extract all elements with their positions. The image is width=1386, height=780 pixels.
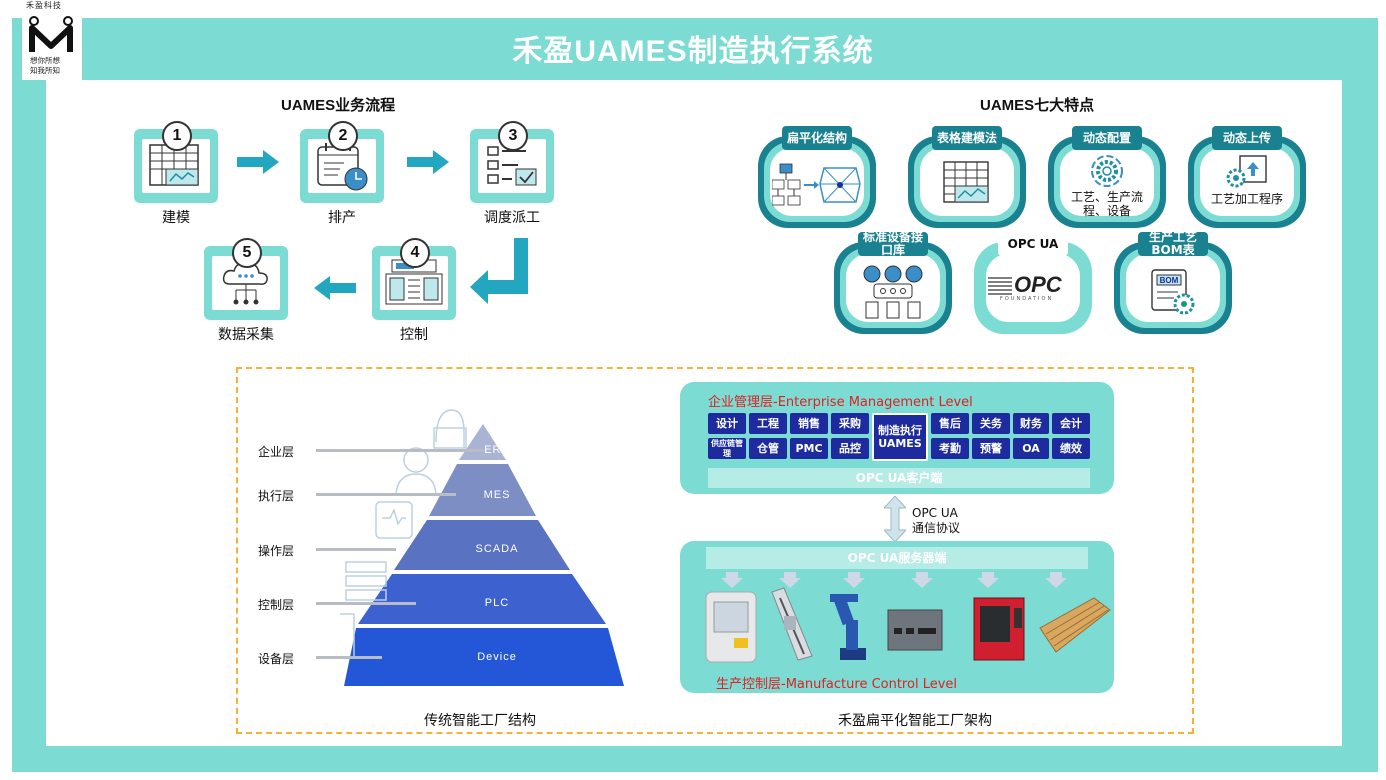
step-number: 4 xyxy=(400,238,430,268)
page-title: 禾盈UAMES制造执行系统 xyxy=(512,35,874,68)
cnc-machine xyxy=(973,597,1025,661)
opc-ua-server-band: OPC UA服务器端 xyxy=(706,547,1088,569)
industrial-pc xyxy=(887,609,943,651)
step-label: 建模 xyxy=(162,210,190,226)
feature-tag: 动态上传 xyxy=(1212,126,1282,150)
svg-text:BOM: BOM xyxy=(1160,276,1179,285)
spreadsheet-chart-icon xyxy=(149,144,199,186)
opc-ua-client-band: OPC UA客户端 xyxy=(708,468,1090,488)
logo-mark-icon xyxy=(29,16,73,52)
feature-bom: 生产工艺BOM表 BOM xyxy=(1114,231,1232,334)
bom-document-icon: BOM xyxy=(1151,269,1195,315)
process-section-title: UAMES业务流程 xyxy=(281,97,396,114)
layer-connector xyxy=(316,449,484,452)
spreadsheet-icon xyxy=(943,161,989,203)
feature-sub: 工艺、生产流程、设备 xyxy=(1070,190,1143,218)
calendar-clock-icon xyxy=(317,143,368,191)
layer-label-control: 控制层 xyxy=(258,598,295,612)
right-arrow-icon xyxy=(407,150,449,174)
module-purchasing[interactable]: 采购 xyxy=(831,413,869,434)
step-label: 数据采集 xyxy=(218,327,274,343)
architecture-comparison-frame xyxy=(236,367,1194,734)
company-logo: 禾盈科技 想你所想 知我所知 xyxy=(22,0,82,80)
feature-device-interface-lib: 标准设备接口库 xyxy=(834,231,952,334)
module-alert[interactable]: 预警 xyxy=(972,438,1010,459)
feature-dynamic-upload: 动态上传 工艺加工程序 xyxy=(1188,126,1306,228)
step-number: 1 xyxy=(162,121,192,151)
enterprise-level-title: 企业管理层-Enterprise Management Level xyxy=(708,395,973,410)
feature-tag: 生产工艺BOM表 xyxy=(1138,231,1208,257)
factory-devices xyxy=(705,572,1111,663)
brand-name: 禾盈科技 xyxy=(26,1,62,10)
pyramid-layer-name: SCADA xyxy=(475,543,519,555)
module-warehouse[interactable]: 仓管 xyxy=(749,438,787,459)
pyramid-caption: 传统智能工厂结构 xyxy=(424,713,536,729)
left-arrow-icon xyxy=(314,276,356,300)
feature-tag: 扁平化结构 xyxy=(782,126,852,150)
logo-slogan: 想你所想 知我所知 xyxy=(30,56,60,75)
layer-connector xyxy=(316,493,456,496)
control-level-title: 生产控制层-Manufacture Control Level xyxy=(716,677,958,692)
device-interface-icon xyxy=(863,265,923,319)
module-customs[interactable]: 关务 xyxy=(972,413,1010,434)
feature-opc-ua: OPC UA OPC FOUNDATION xyxy=(974,232,1092,334)
feature-flat-structure: 扁平化结构 xyxy=(758,126,876,228)
module-supply-chain[interactable]: 供应链管理 xyxy=(708,438,746,459)
layer-connector xyxy=(316,656,382,659)
pyramid-layer-name: ERP xyxy=(484,444,510,456)
upload-gear-icon xyxy=(1226,155,1267,188)
module-pmc[interactable]: PMC xyxy=(790,438,828,459)
step-label: 排产 xyxy=(328,210,356,226)
module-engineering[interactable]: 工程 xyxy=(749,413,787,434)
feature-tag: 表格建模法 xyxy=(932,126,1002,150)
layer-connector xyxy=(316,548,396,551)
checklist-icon xyxy=(487,146,537,186)
step-number: 2 xyxy=(328,121,358,151)
module-after-sales[interactable]: 售后 xyxy=(931,413,969,434)
pyramid-layer-name: PLC xyxy=(484,597,510,609)
robot-arm xyxy=(830,594,866,660)
gear-cycle-icon xyxy=(1091,155,1123,187)
layer-label-enterprise: 企业层 xyxy=(258,445,295,459)
feature-table-modeling: 表格建模法 xyxy=(908,126,1026,228)
layer-label-device: 设备层 xyxy=(258,652,295,666)
pyramid-layer-name: MES xyxy=(483,489,511,501)
step-number: 3 xyxy=(498,121,528,151)
hierarchy-to-network-icon xyxy=(772,163,861,206)
opc-foundation-logo: OPC FOUNDATION xyxy=(988,272,1062,302)
feature-sub: 工艺加工程序 xyxy=(1210,192,1283,206)
linear-axis xyxy=(771,587,813,661)
features-section-title: UAMES七大特点 xyxy=(980,97,1095,114)
machine-tool xyxy=(705,591,757,663)
feature-tag: 动态配置 xyxy=(1072,126,1142,150)
bidirectional-arrow-icon xyxy=(884,496,906,542)
module-performance[interactable]: 绩效 xyxy=(1052,438,1090,459)
layer-connector xyxy=(316,602,416,605)
right-arrow-icon xyxy=(237,150,279,174)
module-finance[interactable]: 财务 xyxy=(1013,413,1049,434)
step-label: 调度派工 xyxy=(484,210,540,226)
module-design[interactable]: 设计 xyxy=(708,413,746,434)
feature-tag: 标准设备接口库 xyxy=(858,231,928,257)
feature-tag: OPC UA xyxy=(998,232,1068,256)
layer-label-operation: 操作层 xyxy=(258,544,295,558)
module-attendance[interactable]: 考勤 xyxy=(931,438,969,459)
feature-dynamic-config: 动态配置 工艺、生产流程、设备 xyxy=(1048,126,1166,228)
module-oa[interactable]: OA xyxy=(1013,438,1049,459)
step-label: 控制 xyxy=(400,327,428,343)
architecture-caption: 禾盈扁平化智能工厂架构 xyxy=(838,713,992,729)
module-sales[interactable]: 销售 xyxy=(790,413,828,434)
warehouse-rack xyxy=(1039,597,1111,653)
module-quality[interactable]: 品控 xyxy=(831,438,869,459)
down-left-arrow-icon xyxy=(470,238,528,304)
pyramid-layer-name: Device xyxy=(477,651,517,663)
module-accounting[interactable]: 会计 xyxy=(1052,413,1090,434)
step-number: 5 xyxy=(232,238,262,268)
layer-label-execution: 执行层 xyxy=(258,489,295,503)
